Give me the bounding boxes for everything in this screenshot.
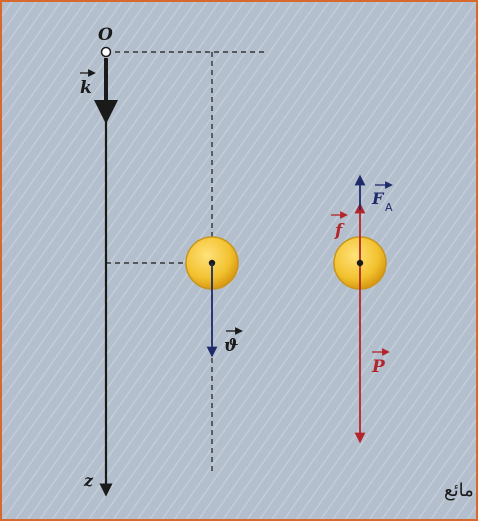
label-k-group: k [80,69,96,98]
label-archimedes: F [371,189,385,208]
label-origin: O [98,25,113,45]
origin-point [100,46,112,58]
label-z: z [83,471,94,490]
sphere-forces-center [356,259,364,267]
label-friction-group: f [331,211,348,241]
label-weight: P [371,357,386,377]
label-archimedes-group: F A [371,181,393,214]
label-archimedes-sub: A [385,201,393,214]
label-friction: f [334,221,345,241]
label-k: k [80,78,92,98]
caption: سقوط كرية في مائع [444,480,478,501]
label-velocity-group: ϑ [224,327,243,356]
label-weight-group: P [371,348,390,377]
label-velocity: ϑ [224,336,238,356]
